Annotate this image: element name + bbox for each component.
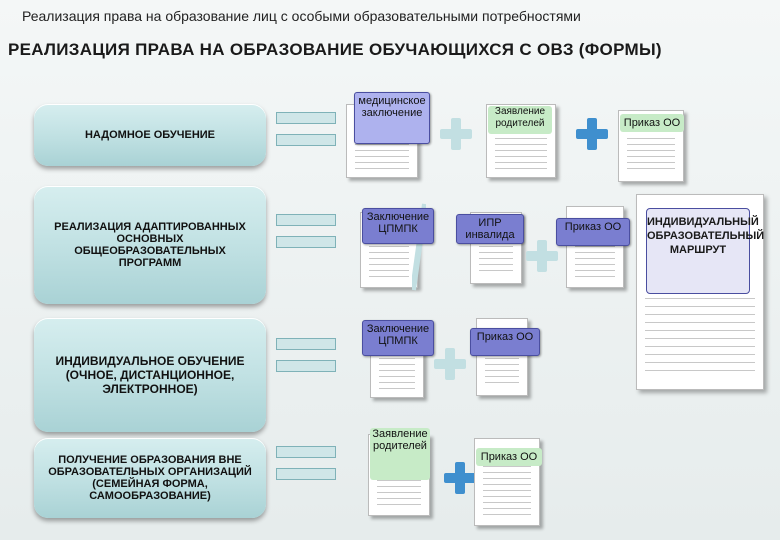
equals-icon <box>276 214 336 250</box>
plus-icon <box>526 240 558 272</box>
doc-label-ipr: ИПР инвалида <box>456 214 524 244</box>
form-label: ИНДИВИДУАЛЬНОЕ ОБУЧЕНИЕ (ОЧНОЕ, ДИСТАНЦИ… <box>55 354 245 396</box>
form-home-schooling: НАДОМНОЕ ОБУЧЕНИЕ <box>34 104 266 166</box>
plus-icon <box>444 462 476 494</box>
form-individual-learning: ИНДИВИДУАЛЬНОЕ ОБУЧЕНИЕ (ОЧНОЕ, ДИСТАНЦИ… <box>34 318 266 432</box>
equals-icon <box>276 446 336 482</box>
plus-icon <box>576 118 608 150</box>
form-label: РЕАЛИЗАЦИЯ АДАПТИРОВАННЫХ ОСНОВНЫХ ОБЩЕО… <box>54 221 246 269</box>
form-label: НАДОМНОЕ ОБУЧЕНИЕ <box>84 129 216 141</box>
form-outside-schooling: ПОЛУЧЕНИЕ ОБРАЗОВАНИЯ ВНЕ ОБРАЗОВАТЕЛЬНЫ… <box>34 438 266 518</box>
page-subtitle: Реализация права на образование лиц с ос… <box>22 8 581 24</box>
plus-icon <box>434 348 466 380</box>
doc-label-order: Приказ ОО <box>556 218 630 246</box>
equals-icon <box>276 112 336 148</box>
doc-label-order: Приказ ОО <box>470 328 540 356</box>
form-label: ПОЛУЧЕНИЕ ОБРАЗОВАНИЯ ВНЕ ОБРАЗОВАТЕЛЬНЫ… <box>48 454 252 502</box>
route-label: ИНДИВИДУАЛЬНЫЙ ОБРАЗОВАТЕЛЬНЫЙ МАРШРУТ <box>646 208 764 294</box>
plus-icon <box>440 118 472 150</box>
doc-label-application: Заявление родителей <box>370 428 430 480</box>
doc-label-pmpk: Заключение ЦПМПК <box>362 320 434 356</box>
doc-label-application: Заявление родителей <box>488 106 552 134</box>
doc-label-order: Приказ ОО <box>476 448 542 466</box>
form-adapted-programs: РЕАЛИЗАЦИЯ АДАПТИРОВАННЫХ ОСНОВНЫХ ОБЩЕО… <box>34 186 266 304</box>
page-title: РЕАЛИЗАЦИЯ ПРАВА НА ОБРАЗОВАНИЕ ОБУЧАЮЩИ… <box>8 40 662 59</box>
equals-icon <box>276 338 336 374</box>
doc-label-order: Приказ ОО <box>620 114 684 132</box>
doc-label-pmpk: Заключение ЦПМПК <box>362 208 434 244</box>
doc-label-medical: медицинское заключение <box>354 92 430 144</box>
